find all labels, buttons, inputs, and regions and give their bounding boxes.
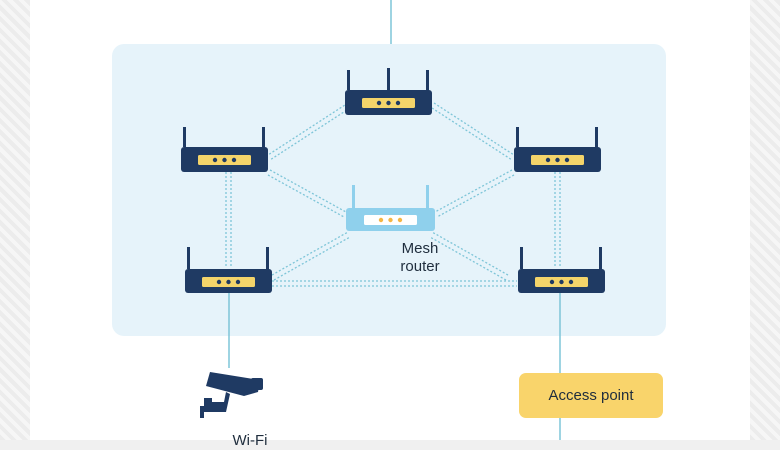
mesh-network-diagram — [112, 0, 666, 440]
link-ll-center-2 — [273, 236, 351, 281]
right-margin — [750, 0, 780, 440]
security-camera-icon — [200, 372, 263, 418]
mesh-links — [225, 102, 561, 287]
diagram-canvas: Mesh router Access point Wi-Fi — [30, 0, 750, 449]
link-lr-center-2 — [429, 236, 507, 281]
router-icon — [181, 127, 268, 172]
mesh-area — [112, 44, 666, 336]
mesh-router-label: Mesh router — [400, 240, 440, 275]
link-ur-center — [434, 169, 513, 213]
link-ul-center-2 — [267, 174, 345, 218]
router-icon — [185, 247, 272, 293]
link-ul-center — [269, 169, 347, 213]
access-point-label: Access point — [548, 387, 634, 404]
link-ll-center — [271, 231, 349, 276]
link-ur-center-2 — [436, 174, 515, 218]
router-icon — [518, 247, 605, 293]
camera-label: Wi-Fi — [232, 432, 268, 449]
left-margin — [0, 0, 30, 440]
router-icon — [345, 68, 432, 115]
mesh-router-icon — [346, 185, 435, 231]
access-point-box: Access point — [519, 373, 663, 418]
link-lr-center — [431, 231, 509, 276]
router-icon — [514, 127, 601, 172]
